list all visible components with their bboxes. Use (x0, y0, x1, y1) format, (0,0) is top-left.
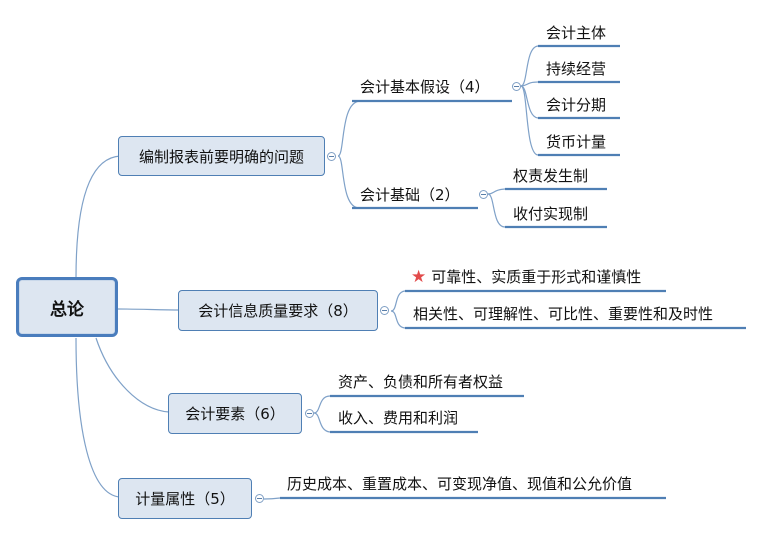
collapse-toggle-icon[interactable] (327, 152, 336, 161)
branch-label: 会计信息质量要求（8） (198, 302, 358, 320)
leaf-reliability[interactable]: ★可靠性、实质重于形式和谨慎性 (411, 268, 641, 286)
leaf-assets-liabilities[interactable]: 资产、负债和所有者权益 (338, 373, 503, 391)
subnode-label: 会计基本假设（4） (360, 78, 490, 96)
connector-s1-l4 (520, 85, 539, 156)
leaf-label: 历史成本、重置成本、可变现净值、现值和公允价值 (287, 475, 633, 493)
leaf-monetary-unit[interactable]: 货币计量 (546, 133, 606, 151)
collapse-toggle-icon[interactable] (479, 190, 488, 199)
root-node[interactable]: 总论 (16, 277, 118, 337)
leaf-relevance[interactable]: 相关性、可理解性、可比性、重要性和及时性 (413, 305, 713, 323)
branch-node-elements[interactable]: 会计要素（6） (168, 393, 302, 434)
connector-root-b3 (95, 337, 170, 413)
connector-b3-l1 (313, 395, 331, 414)
branch-label: 计量属性（5） (135, 490, 235, 508)
leaf-label: 收付实现制 (513, 205, 589, 223)
leaf-income-expense[interactable]: 收入、费用和利润 (338, 409, 458, 427)
connector-root-b1 (75, 155, 121, 279)
branch-node-measurement[interactable]: 计量属性（5） (118, 478, 252, 519)
leaf-accrual[interactable]: 权责发生制 (513, 167, 588, 185)
leaf-label: 货币计量 (546, 133, 607, 151)
leaf-going-concern[interactable]: 持续经营 (546, 60, 606, 78)
collapse-toggle-icon[interactable] (305, 409, 314, 418)
connector-s1-l1 (520, 45, 539, 87)
collapse-toggle-icon[interactable] (255, 494, 264, 503)
leaf-label: 会计分期 (546, 96, 607, 114)
leaf-measurement-bases[interactable]: 历史成本、重置成本、可变现净值、现值和公允价值 (287, 475, 632, 493)
leaf-label: 相关性、可理解性、可比性、重要性和及时性 (413, 305, 714, 323)
connector-b2-l2 (390, 310, 406, 329)
collapse-toggle-icon[interactable] (380, 306, 389, 315)
branch-node-report-prep[interactable]: 编制报表前要明确的问题 (118, 136, 325, 176)
leaf-label: 权责发生制 (513, 167, 589, 185)
connector-b2-l1 (390, 290, 406, 312)
leaf-entity[interactable]: 会计主体 (546, 24, 606, 42)
leaf-label: 持续经营 (546, 60, 607, 78)
star-icon: ★ (411, 267, 427, 287)
root-label: 总论 (50, 299, 84, 320)
connector-s2-l2 (487, 193, 506, 228)
subnode-basic-assumptions[interactable]: 会计基本假设（4） (360, 78, 490, 96)
branch-label: 编制报表前要明确的问题 (138, 147, 304, 166)
connector-b3-l2 (313, 412, 331, 433)
leaf-label: 资产、负债和所有者权益 (338, 373, 504, 391)
branch-label: 会计要素（6） (185, 405, 285, 423)
connector-b1-s1 (337, 100, 361, 157)
leaf-label: 收入、费用和利润 (338, 409, 459, 427)
connector-s2-l1 (487, 188, 506, 195)
leaf-cash-basis[interactable]: 收付实现制 (513, 205, 588, 223)
connector-root-b2 (117, 308, 181, 311)
branch-node-info-quality[interactable]: 会计信息质量要求（8） (178, 290, 378, 331)
connector-b4-l1 (263, 497, 281, 500)
leaf-label: 可靠性、实质重于形式和谨慎性 (431, 268, 642, 286)
subnode-label: 会计基础（2） (360, 186, 460, 204)
collapse-toggle-icon[interactable] (512, 82, 521, 91)
leaf-label: 会计主体 (546, 24, 607, 42)
connector-b1-s2 (337, 155, 361, 209)
subnode-accounting-basis[interactable]: 会计基础（2） (360, 186, 460, 204)
connector-root-b4 (75, 337, 121, 498)
leaf-period[interactable]: 会计分期 (546, 96, 606, 114)
